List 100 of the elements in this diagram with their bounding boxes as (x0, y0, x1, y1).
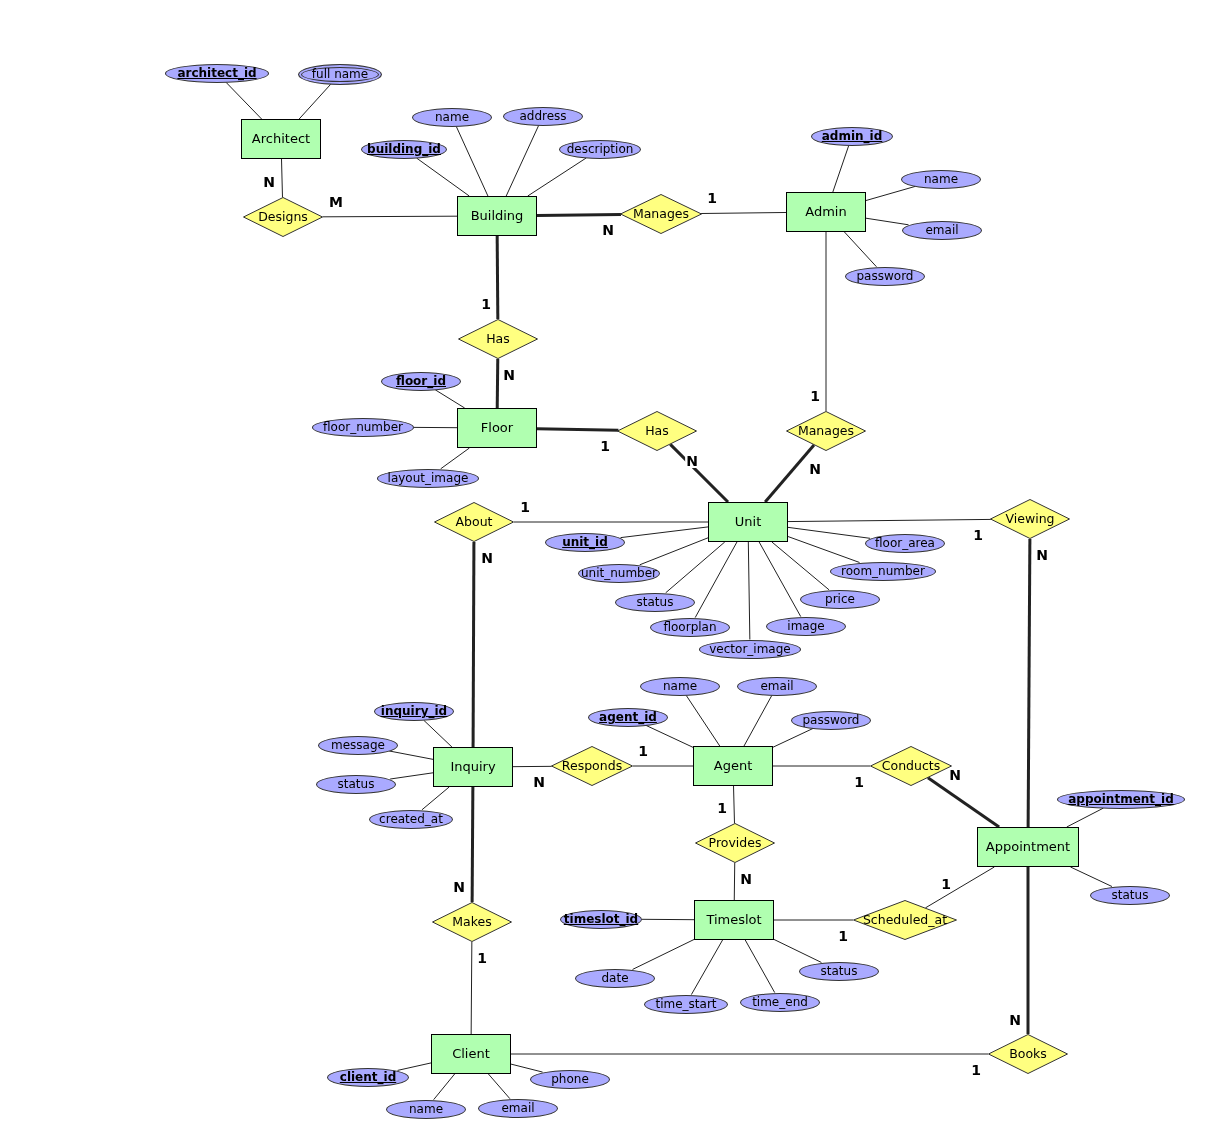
connector-line (455, 125, 489, 197)
attribute-ellipse: name (640, 676, 720, 696)
attribute-ellipse: status (316, 774, 396, 794)
connector-line (771, 541, 830, 591)
cardinality-label: 1 (940, 877, 952, 891)
attribute-ellipse: email (902, 220, 982, 240)
key-attribute-ellipse: building_id (361, 139, 447, 159)
connector-line (733, 785, 735, 824)
cardinality-label: 1 (519, 500, 531, 514)
attribute-ellipse: floor_number (312, 417, 414, 437)
connector-line (620, 526, 709, 539)
cardinality-label: N (685, 454, 699, 468)
attribute-ellipse: name (901, 169, 981, 189)
entity-box: Admin (786, 192, 866, 232)
connector-line (773, 919, 854, 921)
connector-line (1066, 807, 1104, 828)
connector-line (924, 866, 995, 909)
cardinality-label: N (601, 223, 615, 237)
cardinality-label: N (1008, 1013, 1022, 1027)
connector-line (865, 217, 909, 226)
cardinality-label: 1 (476, 951, 488, 965)
connector-line (281, 158, 283, 198)
cardinality-label: N (808, 462, 822, 476)
entity-box: Appointment (977, 827, 1079, 867)
connector-line (397, 1062, 432, 1071)
connector-line (733, 862, 736, 901)
relationship-diamond: About (434, 502, 514, 542)
connector-line (413, 426, 458, 429)
entity-box: Agent (693, 746, 773, 786)
key-attribute-ellipse: floor_id (381, 371, 461, 391)
cardinality-label: 1 (837, 929, 849, 943)
connector-line (512, 765, 553, 768)
attribute-ellipse: created_at (369, 809, 453, 829)
cardinality-label: N (502, 368, 516, 382)
relationship-diamond: Has (458, 319, 538, 359)
thick-connector-line (1026, 867, 1030, 1034)
thick-connector-line (495, 358, 500, 409)
attribute-ellipse: name (412, 107, 492, 127)
relationship-diamond: Scheduled_at (853, 900, 957, 940)
attribute-ellipse: name (386, 1099, 466, 1119)
connector-line (772, 765, 871, 767)
attribute-ellipse: email (737, 676, 817, 696)
connector-line (700, 212, 787, 214)
attribute-ellipse: floor_area (865, 533, 945, 553)
attribute-ellipse: vector_image (699, 639, 801, 659)
connector-line (470, 941, 473, 1035)
cardinality-label: N (1035, 548, 1049, 562)
key-attribute-ellipse: unit_id (545, 532, 625, 552)
attribute-ellipse: unit_number (578, 563, 660, 583)
relationship-diamond: Responds (551, 746, 633, 786)
relationship-diamond: Viewing (990, 499, 1070, 539)
attribute-ellipse: price (800, 589, 880, 609)
thick-connector-line (764, 444, 816, 503)
entity-box: Timeslot (694, 900, 774, 940)
connector-line (298, 83, 332, 120)
cardinality-label: N (262, 175, 276, 189)
key-attribute-ellipse: architect_id (165, 63, 269, 83)
multivalued-attribute-ellipse: full name (298, 63, 382, 85)
attribute-ellipse: image (766, 616, 846, 636)
attribute-ellipse: time_end (740, 992, 820, 1012)
cardinality-label: 1 (480, 297, 492, 311)
thick-connector-line (537, 213, 621, 217)
attribute-ellipse: date (575, 968, 655, 988)
key-attribute-ellipse: inquiry_id (374, 701, 454, 721)
connector-line (433, 1073, 456, 1101)
cardinality-label: 1 (599, 439, 611, 453)
relationship-diamond: Provides (695, 823, 775, 863)
attribute-ellipse: description (559, 139, 641, 159)
entity-box: Architect (241, 119, 321, 159)
key-attribute-ellipse: admin_id (811, 126, 893, 146)
connector-line (421, 786, 450, 811)
key-attribute-ellipse: client_id (327, 1067, 409, 1087)
cardinality-label: 1 (637, 744, 649, 758)
connector-line (685, 694, 721, 747)
connector-line (527, 157, 587, 197)
cardinality-label: N (739, 872, 753, 886)
relationship-diamond: Makes (432, 902, 512, 942)
key-attribute-ellipse: timeslot_id (560, 909, 642, 929)
connector-line (632, 939, 695, 970)
connector-line (423, 719, 453, 748)
connector-line (1070, 866, 1113, 887)
cardinality-label: 1 (970, 1063, 982, 1077)
cardinality-label: M (328, 195, 344, 209)
thick-connector-line (669, 443, 730, 504)
connector-line (787, 526, 871, 539)
thick-connector-line (536, 427, 619, 432)
cardinality-label: N (480, 551, 494, 565)
connector-line (434, 389, 466, 409)
connector-line (744, 939, 776, 994)
attribute-ellipse: message (318, 735, 398, 755)
entity-box: Building (457, 196, 537, 236)
connector-line (743, 694, 773, 747)
thick-connector-line (1026, 538, 1032, 827)
thick-connector-line (470, 787, 475, 903)
entity-box: Client (431, 1034, 511, 1074)
attribute-ellipse: status (799, 961, 879, 981)
attribute-ellipse: status (1090, 885, 1170, 905)
attribute-ellipse: email (478, 1098, 558, 1118)
attribute-ellipse: address (503, 106, 583, 126)
connector-line (632, 765, 694, 767)
